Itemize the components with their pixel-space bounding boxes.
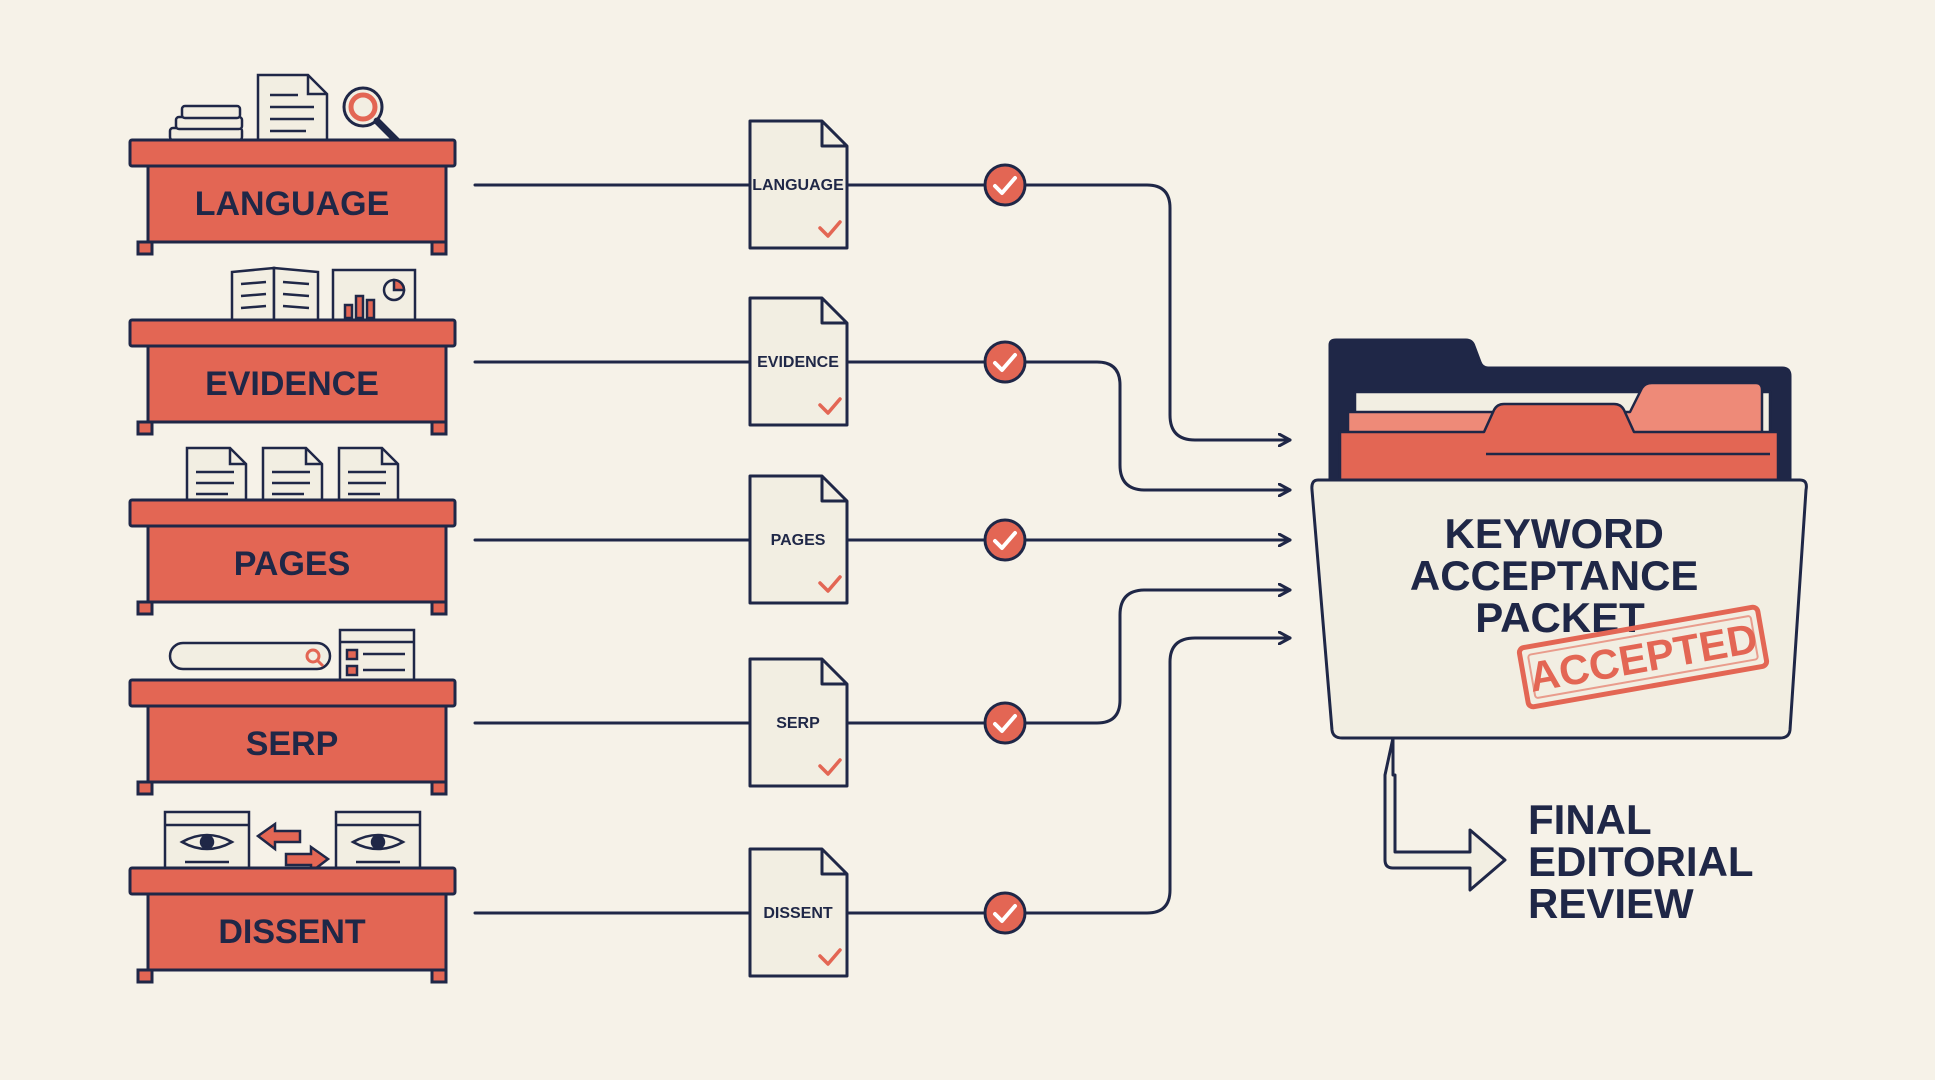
magnifier-icon (342, 86, 406, 150)
check-badges (983, 163, 1027, 935)
doc-language: LANGUAGE (748, 119, 849, 250)
desk-label: SERP (246, 725, 339, 763)
connector-language (473, 183, 1292, 440)
final-review-label: FINAL EDITORIAL REVIEW (1528, 796, 1764, 927)
final-review-arrow (1383, 736, 1507, 892)
desk-serp: SERP (128, 628, 457, 796)
check-badge-pages (983, 518, 1027, 562)
connector-dissent (473, 638, 1292, 915)
doc-evidence: EVIDENCE (748, 296, 849, 427)
doc-serp: SERP (748, 657, 849, 788)
folder-title-line: KEYWORD (1444, 510, 1663, 557)
eye-window-icon (334, 810, 422, 874)
desk-dissent: DISSENT (128, 810, 457, 984)
final-review-line: EDITORIAL (1528, 838, 1753, 885)
doc-pages: PAGES (748, 474, 849, 605)
swap-arrows-icon (255, 821, 331, 875)
folder-title-line: PACKET (1475, 594, 1645, 641)
folder-title: KEYWORD ACCEPTANCE PACKET (1410, 510, 1710, 641)
folder-tab-red (1338, 402, 1780, 482)
documents-icon (185, 446, 400, 510)
acceptance-folder: KEYWORD ACCEPTANCE PACKET ACCEPTED (1310, 338, 1808, 740)
check-icon (993, 531, 1017, 550)
check-icon (993, 904, 1017, 923)
folder-title-line: ACCEPTANCE (1410, 552, 1699, 599)
check-icon (993, 714, 1017, 733)
desk-body (128, 866, 457, 984)
desk-label: DISSENT (218, 913, 366, 951)
doc-label: DISSENT (763, 905, 833, 922)
document-icon (256, 73, 329, 150)
check-icon (818, 397, 842, 415)
check-badge-evidence (983, 340, 1027, 384)
connector-evidence (473, 360, 1292, 490)
connectors (473, 183, 1292, 915)
desk-label: EVIDENCE (205, 365, 379, 403)
desk-label: LANGUAGE (195, 185, 390, 223)
desk-pages: PAGES (128, 446, 457, 616)
hollow-arrow-icon (1383, 736, 1507, 892)
desk-evidence: EVIDENCE (128, 266, 457, 436)
desk-body (128, 498, 457, 616)
check-badge-language (983, 163, 1027, 207)
doc-label: LANGUAGE (752, 177, 844, 194)
final-review-line: REVIEW (1528, 880, 1694, 927)
check-icon (993, 176, 1017, 195)
check-badge-dissent (983, 891, 1027, 935)
check-icon (818, 575, 842, 593)
check-icon (993, 353, 1017, 372)
desk-body (128, 138, 457, 256)
desk-body (128, 318, 457, 436)
check-icon (818, 758, 842, 776)
check-badge-serp (983, 701, 1027, 745)
folder-front (1310, 478, 1808, 740)
search-bar-icon (168, 641, 332, 671)
desk-language: LANGUAGE (128, 73, 457, 256)
chart-board-icon (331, 268, 417, 328)
check-icon (818, 220, 842, 238)
eye-window-icon (163, 810, 251, 874)
final-review-line: FINAL (1528, 796, 1651, 843)
doc-dissent: DISSENT (748, 847, 849, 978)
connector-serp (473, 590, 1292, 725)
desk-body (128, 678, 457, 796)
desk-label: PAGES (234, 545, 351, 583)
doc-label: EVIDENCE (757, 354, 839, 371)
open-book-icon (230, 266, 320, 330)
doc-label: PAGES (771, 532, 826, 549)
stacked-papers-icon (168, 104, 244, 142)
check-icon (818, 948, 842, 966)
doc-label: SERP (776, 715, 820, 732)
